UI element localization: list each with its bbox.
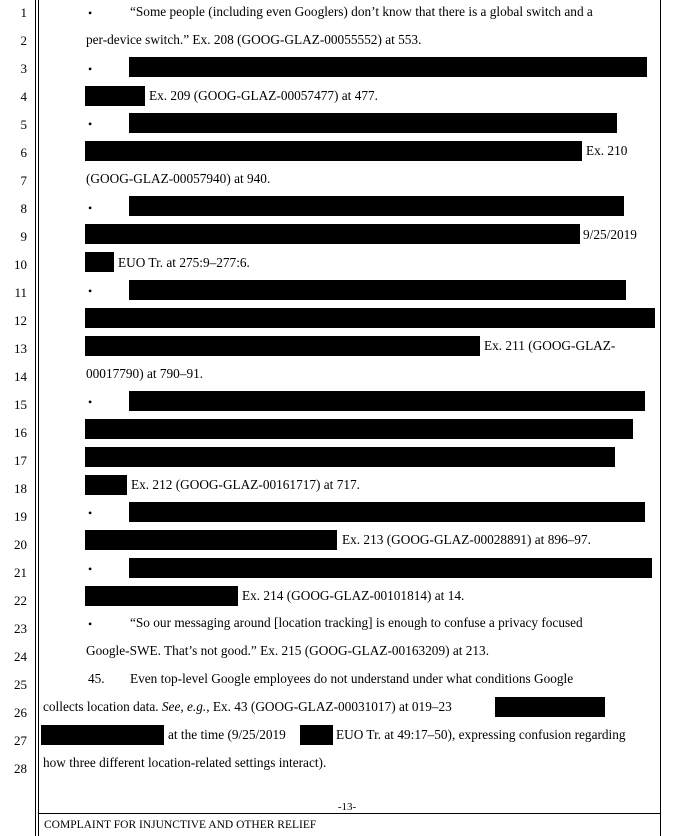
text-line-24: Google-SWE. That’s not good.” Ex. 215 (G…	[86, 643, 490, 658]
text-line-1: “Some people (including even Googlers) d…	[130, 4, 593, 19]
bullet: •	[88, 117, 93, 131]
line-number: 16	[14, 425, 27, 440]
line-number: 10	[14, 257, 27, 272]
redaction-block	[85, 86, 145, 106]
redaction-block	[85, 586, 238, 606]
redaction-block	[85, 336, 480, 356]
redaction-block	[85, 475, 127, 495]
text-line-18: Ex. 212 (GOOG-GLAZ-00161717) at 717.	[131, 477, 360, 492]
text-line-26-c: , Ex. 43 (GOOG-GLAZ-00031017) at 019–23	[206, 699, 452, 714]
text-line-10: EUO Tr. at 275:9–277:6.	[118, 255, 250, 270]
bullet: •	[88, 506, 93, 520]
text-line-6: Ex. 210	[586, 143, 628, 158]
line-number: 4	[20, 89, 28, 104]
text-line-27a: at the time (9/25/2019	[168, 727, 286, 742]
redaction-block	[85, 224, 580, 244]
bullet: •	[88, 395, 93, 409]
text-line-26-a: collects location data.	[43, 699, 159, 714]
text-line-25: Even top-level Google employees do not u…	[130, 671, 574, 686]
bullet: •	[88, 62, 93, 76]
line-number: 25	[14, 677, 27, 692]
bullet: •	[88, 617, 93, 631]
citation-signal: See, e.g.	[161, 699, 207, 714]
bullet: •	[88, 562, 93, 576]
redaction-block	[129, 196, 624, 216]
text-line-2: per-device switch.” Ex. 208 (GOOG-GLAZ-0…	[86, 32, 422, 47]
redaction-block	[129, 113, 617, 133]
line-number: 28	[14, 761, 27, 776]
redaction-block	[129, 280, 626, 300]
redaction-block	[129, 558, 652, 578]
line-number: 6	[20, 145, 28, 160]
bullet: •	[88, 284, 93, 298]
line-number: 15	[14, 397, 27, 412]
text-line-20: Ex. 213 (GOOG-GLAZ-00028891) at 896–97.	[342, 532, 591, 547]
redaction-block	[300, 725, 333, 745]
line-number: 12	[14, 313, 27, 328]
redaction-block	[129, 57, 647, 77]
text-line-26: collects location data. See, e.g., Ex. 4…	[43, 699, 452, 715]
page-number: -13-	[337, 801, 357, 813]
line-number: 2	[20, 33, 28, 48]
line-number: 13	[14, 341, 27, 356]
bullet: •	[88, 201, 93, 215]
line-number: 26	[14, 705, 27, 720]
redaction-block	[129, 391, 645, 411]
footer-rule	[38, 813, 661, 814]
line-number: 23	[14, 621, 27, 636]
line-number: 9	[20, 229, 28, 244]
redaction-block	[85, 419, 633, 439]
line-number: 8	[20, 201, 28, 216]
line-number: 3	[20, 61, 28, 76]
text-line-28: how three different location-related set…	[43, 755, 327, 770]
text-line-13: Ex. 211 (GOOG-GLAZ-	[484, 338, 616, 353]
redaction-block	[495, 697, 605, 717]
line-number: 7	[20, 173, 28, 188]
line-number: 5	[20, 117, 28, 132]
line-number: 17	[14, 453, 27, 468]
line-number: 14	[14, 369, 27, 384]
right-margin-rule	[660, 0, 661, 836]
line-number: 22	[14, 593, 27, 608]
line-number: 27	[14, 733, 27, 748]
left-margin-rule-inner	[38, 0, 39, 836]
redaction-block	[85, 530, 337, 550]
left-margin-rule-outer	[35, 0, 36, 836]
text-line-23: “So our messaging around [location track…	[130, 615, 583, 630]
line-number: 21	[14, 565, 27, 580]
bullet: •	[88, 6, 93, 20]
redaction-block	[85, 308, 655, 328]
redaction-block	[85, 141, 582, 161]
text-line-7: (GOOG-GLAZ-00057940) at 940.	[86, 171, 271, 186]
text-line-14: 00017790) at 790–91.	[86, 366, 204, 381]
line-number: 1	[20, 5, 28, 20]
text-line-4: Ex. 209 (GOOG-GLAZ-00057477) at 477.	[149, 88, 378, 103]
footer-title: COMPLAINT FOR INJUNCTIVE AND OTHER RELIE…	[44, 819, 317, 831]
line-number: 11	[14, 285, 27, 300]
line-number: 24	[14, 649, 27, 664]
redaction-block	[41, 725, 164, 745]
line-number: 18	[14, 481, 27, 496]
redaction-block	[85, 252, 114, 272]
line-number: 20	[14, 537, 27, 552]
redaction-block	[85, 447, 615, 467]
text-line-9: 9/25/2019	[583, 227, 637, 242]
text-line-22: Ex. 214 (GOOG-GLAZ-00101814) at 14.	[242, 588, 465, 603]
text-line-27b: EUO Tr. at 49:17–50), expressing confusi…	[336, 727, 626, 742]
redaction-block	[129, 502, 645, 522]
line-number: 19	[14, 509, 27, 524]
paragraph-number: 45.	[88, 671, 105, 686]
